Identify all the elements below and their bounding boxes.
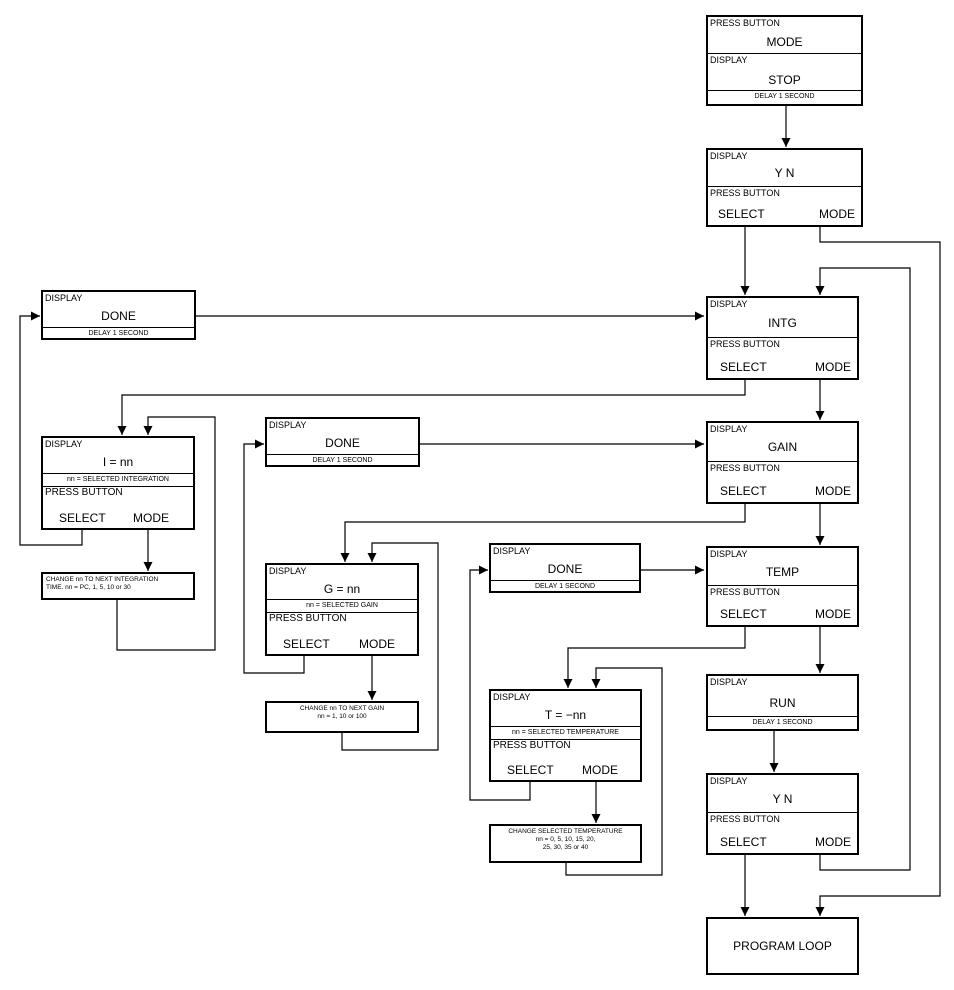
mode-button[interactable]: MODE [815, 607, 851, 621]
arrow-mode-bottom-to-intg [815, 267, 911, 871]
arrow-tempsel-select-to-done3 [469, 565, 531, 801]
gain-note: CHANGE nn TO NEXT GAIN nn = 1, 10 or 100 [265, 701, 419, 733]
gain-box: DISPLAY GAIN PRESS BUTTON SELECT MODE [706, 421, 859, 504]
mode-button[interactable]: MODE [815, 484, 851, 498]
integration-select-box: DISPLAY I = nn nn = SELECTED INTEGRATION… [41, 436, 195, 530]
done-display-value: DONE [101, 309, 136, 323]
mode-button[interactable]: MODE [766, 35, 803, 49]
intg-box: DISPLAY INTG PRESS BUTTON SELECT MODE [706, 296, 859, 380]
display-label: DISPLAY [269, 566, 307, 576]
press-button-label: PRESS BUTTON [710, 18, 780, 28]
temperature-select-box: DISPLAY T = −nn nn = SELECTED TEMPERATUR… [489, 689, 642, 782]
select-button[interactable]: SELECT [283, 637, 330, 651]
note-line: CHANGE nn TO NEXT INTEGRATION [46, 576, 159, 583]
gain-display-value: GAIN [767, 440, 798, 454]
temp-display-value: TEMP [765, 565, 800, 579]
arrow-integration-note-back [116, 416, 216, 651]
intg-display-value: INTG [768, 316, 797, 330]
run-box: DISPLAY RUN DELAY 1 SECOND [706, 674, 859, 731]
done-display-value: DONE [547, 562, 583, 576]
display-label: DISPLAY [710, 55, 748, 65]
mode-button[interactable]: MODE [133, 511, 169, 525]
display-label: DISPLAY [710, 151, 748, 161]
display-label: DISPLAY [710, 776, 748, 786]
press-button-label: PRESS BUTTON [45, 487, 123, 498]
press-button-label: PRESS BUTTON [710, 814, 780, 824]
done-box-temperature: DISPLAY DONE DELAY 1 SECOND [489, 543, 641, 593]
display-label: DISPLAY [710, 424, 748, 434]
program-loop-box: PROGRAM LOOP [706, 917, 859, 975]
start-box: PRESS BUTTON MODE DISPLAY STOP DELAY 1 S… [706, 15, 863, 106]
mode-button[interactable]: MODE [582, 763, 618, 777]
gain-select-box: DISPLAY G = nn nn = SELECTED GAIN PRESS … [265, 563, 419, 656]
display-label: DISPLAY [45, 439, 83, 449]
select-button[interactable]: SELECT [507, 763, 554, 777]
integration-sub-label: nn = SELECTED INTEGRATION [43, 473, 193, 486]
delay-label: DELAY 1 SECOND [267, 454, 418, 467]
arrow-temp-note-back [565, 667, 663, 876]
note-line: nn = 1, 10 or 100 [317, 713, 367, 720]
yes-no-display: Y N [774, 166, 795, 180]
yes-no-display: Y N [772, 792, 793, 806]
gain-select-display-value: G = nn [323, 582, 361, 596]
temp-box: DISPLAY TEMP PRESS BUTTON SELECT MODE [706, 546, 859, 627]
temperature-sub-label: nn = SELECTED TEMPERATURE [491, 726, 640, 739]
select-button[interactable]: SELECT [720, 360, 767, 374]
note-line: nn = 0, 5, 10, 15, 20, [535, 836, 596, 843]
temperature-note: CHANGE SELECTED TEMPERATURE nn = 0, 5, 1… [489, 824, 642, 863]
display-label: DISPLAY [493, 692, 531, 702]
arrow-mode-top-to-program-loop [815, 226, 941, 916]
delay-label: DELAY 1 SECOND [708, 716, 857, 731]
note-line: 25, 30, 35 or 40 [542, 844, 589, 851]
press-button-label: PRESS BUTTON [493, 740, 571, 751]
arrow-integration-select-to-done1 [19, 311, 83, 546]
press-button-label: PRESS BUTTON [710, 587, 780, 597]
press-button-label: PRESS BUTTON [269, 613, 347, 624]
select-button[interactable]: SELECT [720, 607, 767, 621]
integration-display-value: I = nn [102, 455, 134, 469]
note-line: CHANGE nn TO NEXT GAIN [299, 705, 385, 712]
arrow-intg-select-to-integration [117, 379, 746, 435]
arrow-temp-select-to-tempsel [563, 626, 746, 688]
integration-note: CHANGE nn TO NEXT INTEGRATION TIME. nn =… [41, 572, 195, 600]
confirm-box-top: DISPLAY Y N PRESS BUTTON SELECT MODE [706, 148, 863, 227]
run-display-value: RUN [769, 696, 796, 710]
display-label: DISPLAY [493, 546, 531, 556]
note-line: TIME. nn = PC, 1, 5, 10 or 30 [46, 584, 131, 591]
display-label: DISPLAY [710, 299, 748, 309]
select-button[interactable]: SELECT [720, 484, 767, 498]
stop-display-value: STOP [768, 73, 801, 87]
mode-button[interactable]: MODE [819, 207, 855, 221]
arrow-gain-select-to-gainsel [340, 503, 746, 562]
mode-button[interactable]: MODE [815, 835, 851, 849]
confirm-box-bottom: DISPLAY Y N PRESS BUTTON SELECT MODE [706, 773, 859, 855]
done-box-integration: DISPLAY DONE DELAY 1 SECOND [41, 290, 196, 340]
press-button-label: PRESS BUTTON [710, 339, 780, 349]
press-button-label: PRESS BUTTON [710, 188, 780, 198]
delay-label: DELAY 1 SECOND [708, 90, 861, 104]
gain-sub-label: nn = SELECTED GAIN [267, 599, 417, 612]
arrow-gainsel-select-to-done2 [243, 439, 305, 674]
delay-label: DELAY 1 SECOND [43, 327, 194, 340]
note-line: CHANGE SELECTED TEMPERATURE [508, 828, 623, 835]
mode-button[interactable]: MODE [359, 637, 395, 651]
display-label: DISPLAY [710, 549, 748, 559]
display-label: DISPLAY [710, 677, 748, 687]
temperature-display-value: T = −nn [544, 708, 587, 722]
select-button[interactable]: SELECT [718, 207, 765, 221]
display-label: DISPLAY [269, 420, 307, 430]
arrow-gain-note-back [341, 542, 439, 751]
mode-button[interactable]: MODE [815, 360, 851, 374]
done-box-gain: DISPLAY DONE DELAY 1 SECOND [265, 417, 420, 467]
display-label: DISPLAY [45, 293, 83, 303]
press-button-label: PRESS BUTTON [710, 463, 780, 473]
delay-label: DELAY 1 SECOND [491, 580, 639, 593]
select-button[interactable]: SELECT [59, 511, 106, 525]
done-display-value: DONE [325, 436, 360, 450]
select-button[interactable]: SELECT [720, 835, 767, 849]
